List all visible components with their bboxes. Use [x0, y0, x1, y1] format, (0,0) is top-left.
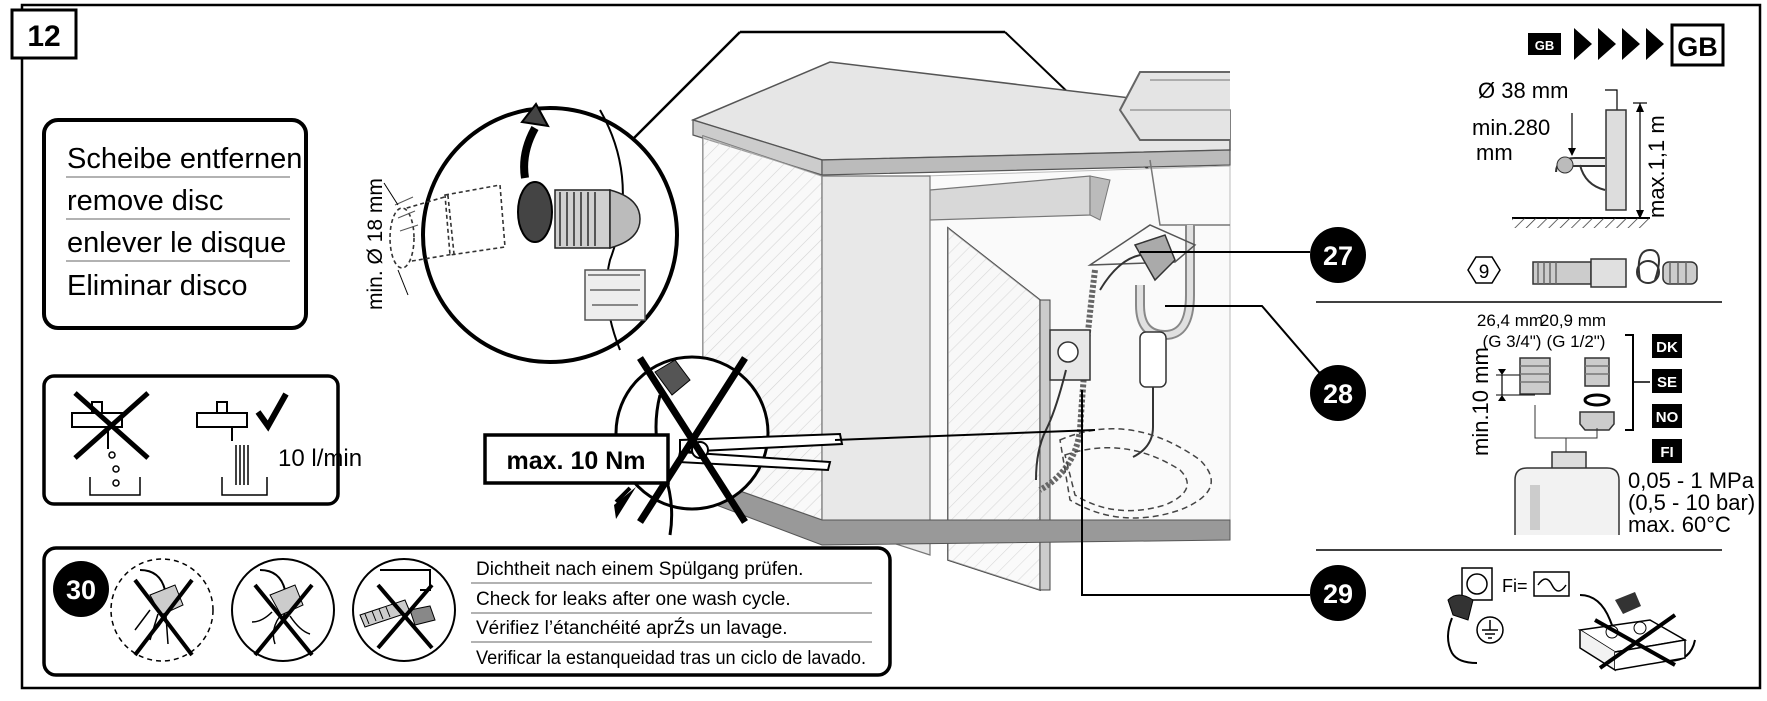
ground-symbol-icon: [1476, 616, 1504, 644]
callout-29-leader: [1081, 390, 1310, 596]
svg-text:28: 28: [1323, 379, 1353, 409]
region-indicator: GB GB: [1528, 23, 1725, 67]
disc-instruction-box: Scheibe entfernen remove disc enlever le…: [42, 118, 308, 330]
leak-crossed-icon-3: [352, 558, 456, 662]
tap-fitting-icon: [1514, 451, 1620, 535]
drain-min-height-unit: mm: [1476, 140, 1513, 165]
country-badges: DK SE NO FI: [1652, 334, 1682, 463]
callout-27: 27: [1310, 227, 1366, 283]
fi-label: Fi=: [1502, 576, 1528, 596]
country-badge-se: SE: [1657, 374, 1677, 391]
water-flow-box: 10 l/min: [42, 374, 362, 506]
thread-left-type: (G 3/4"): [1483, 332, 1542, 351]
thread-right-type: (G 1/2"): [1547, 332, 1606, 351]
svg-text:9: 9: [1479, 262, 1490, 283]
electrical-diagram: Fi=: [1447, 567, 1696, 672]
tap-running-icon: [196, 401, 268, 496]
thread-min-length: min.10 mm: [1468, 347, 1493, 456]
leak-check-es: Verificar la estanqueidad tras un ciclo …: [476, 648, 866, 669]
country-badge-no: NO: [1656, 409, 1679, 426]
pressure-spec: 0,05 - 1 MPa (0,5 - 10 bar) max. 60°C: [1628, 468, 1755, 537]
hose-detail-magnifier: min. Ø 18 mm: [364, 30, 1176, 364]
country-badge-dk: DK: [1656, 339, 1678, 356]
svg-text:29: 29: [1323, 579, 1353, 609]
drain-max-height: max.1,1 m: [1644, 115, 1669, 218]
callout-28-leader: [1165, 305, 1331, 386]
disc-instruction-es: Eliminar disco: [67, 270, 248, 302]
torque-label: max. 10 Nm: [507, 447, 646, 475]
pressure-range-mpa: 0,05 - 1 MPa: [1628, 468, 1755, 493]
leak-crossed-icon-2: [231, 558, 335, 662]
tap-crossed-icon: [71, 391, 150, 496]
hose-diameter-label: min. Ø 18 mm: [364, 178, 387, 310]
leak-check-en: Check for leaks after one wash cycle.: [476, 589, 791, 610]
thread-spec-diagram: 26,4 mm 20,9 mm (G 3/4") (G 1/2") min.10…: [1468, 311, 1650, 456]
accessory-hexagon: [1467, 256, 1501, 284]
checkmark-icon: [255, 392, 289, 432]
arrows-icon: [1574, 28, 1664, 60]
leak-check-fr: Vérifiez l’étanchéité aprŹs un lavage.: [476, 618, 788, 639]
pressure-range-bar: (0,5 - 10 bar): [1628, 490, 1755, 515]
disc-instruction-de: Scheibe entfernen: [67, 143, 302, 175]
torque-label-box: max. 10 Nm: [483, 433, 670, 485]
callout-28: 28: [1310, 365, 1366, 421]
disc-instruction-fr: enlever le disque: [67, 227, 286, 259]
flow-rate-label: 10 l/min: [278, 445, 362, 472]
max-temperature: max. 60°C: [1628, 512, 1731, 537]
rcd-icon: [1533, 571, 1570, 597]
disc-instruction-en: remove disc: [67, 185, 223, 217]
svg-text:30: 30: [66, 575, 96, 605]
extension-strip-crossed-icon: [1577, 592, 1688, 672]
thread-right-size: 20,9 mm: [1540, 311, 1606, 330]
accessory-row: 9: [1467, 248, 1698, 288]
country-badge-fi: FI: [1660, 444, 1673, 461]
torque-leader-line: [834, 429, 1096, 441]
leak-crossed-icon-1: [110, 558, 214, 662]
callout-29: 29: [1310, 565, 1366, 621]
drain-min-height: min.280: [1472, 115, 1550, 140]
kitchen-cabinet-drawing: [690, 61, 1231, 592]
region-small-label: GB: [1535, 38, 1555, 53]
leak-check-de: Dichtheit nach einem Spülgang prüfen.: [476, 559, 803, 580]
drain-spec-diagram: Ø 38 mm min.280 mm max.1,1 m: [1472, 78, 1669, 228]
region-large-label: GB: [1677, 32, 1718, 62]
drain-diameter-label: Ø 38 mm: [1478, 78, 1568, 103]
step-number: 12: [27, 20, 60, 53]
step-number-box: 12: [10, 8, 78, 60]
svg-text:27: 27: [1323, 241, 1353, 271]
leak-check-box: 30 Dichtheit nac: [42, 546, 892, 677]
thread-left-size: 26,4 mm: [1477, 311, 1543, 330]
callout-30: [53, 561, 109, 617]
